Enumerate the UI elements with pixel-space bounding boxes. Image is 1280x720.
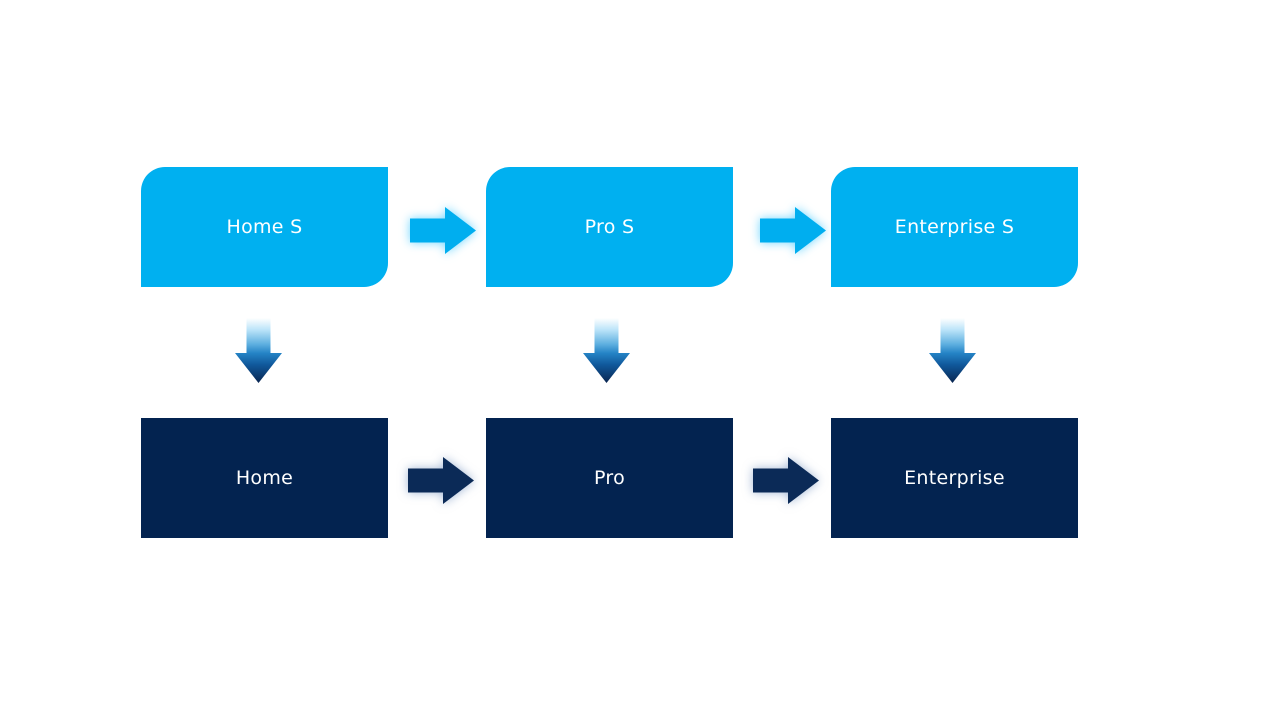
right-arrow-icon bbox=[408, 457, 474, 504]
down-arrow-icon bbox=[235, 318, 282, 383]
bottom-box-home: Home bbox=[141, 418, 388, 538]
right-arrow-icon bbox=[760, 207, 826, 254]
bottom-box-pro: Pro bbox=[486, 418, 733, 538]
top-box-enterprise-s-label: Enterprise S bbox=[894, 216, 1015, 238]
right-arrow-icon bbox=[753, 457, 819, 504]
top-box-enterprise-s: Enterprise S bbox=[831, 167, 1078, 287]
bottom-box-enterprise: Enterprise bbox=[831, 418, 1078, 538]
right-arrow-icon bbox=[410, 207, 476, 254]
top-box-pro-s-label: Pro S bbox=[584, 216, 635, 238]
top-box-pro-s: Pro S bbox=[486, 167, 733, 287]
top-box-home-s: Home S bbox=[141, 167, 388, 287]
bottom-box-pro-label: Pro bbox=[593, 467, 626, 489]
top-box-home-s-label: Home S bbox=[226, 216, 303, 238]
down-arrow-icon bbox=[583, 318, 630, 383]
down-arrow-icon bbox=[929, 318, 976, 383]
bottom-box-enterprise-label: Enterprise bbox=[904, 467, 1005, 489]
bottom-box-home-label: Home bbox=[235, 467, 294, 489]
